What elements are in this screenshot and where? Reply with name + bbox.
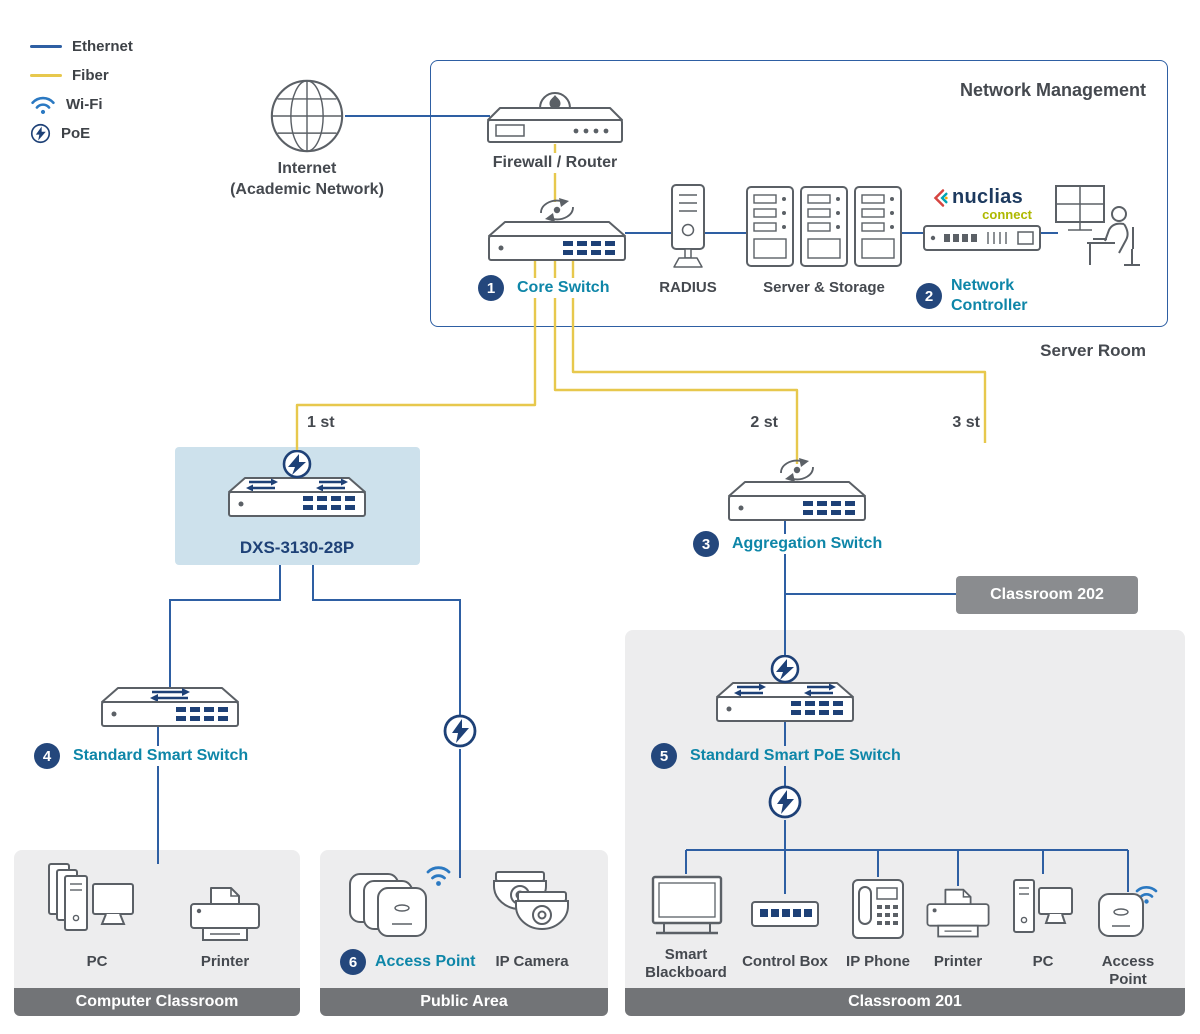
- admin-workstation-icon: [1053, 183, 1145, 269]
- core-switch-icon: [477, 198, 637, 262]
- network-controller-icon: [922, 222, 1042, 254]
- computer-classroom-footer: Computer Classroom: [14, 988, 300, 1016]
- standard-smart-poe-switch-number-badge: 5: [651, 743, 677, 769]
- dxs-3130-28p-switch-icon: [217, 450, 377, 522]
- server-storage-label: Server & Storage: [763, 279, 885, 296]
- legend-ethernet: Ethernet: [30, 36, 133, 56]
- legend: Ethernet Fiber Wi-Fi PoE: [30, 36, 133, 143]
- public-area-footer: Public Area: [320, 988, 608, 1016]
- internet-label-line2: (Academic Network): [230, 181, 384, 198]
- pc-icon: [1011, 874, 1075, 942]
- internet-label-line1: Internet: [277, 160, 337, 177]
- riser-3rd-label: 3 st: [952, 414, 980, 431]
- classroom-201-area: [625, 630, 1185, 988]
- pc-group-icon: [45, 862, 145, 948]
- aggregation-switch-label-row: 3 Aggregation Switch: [693, 531, 887, 557]
- radius-server-icon: [658, 182, 718, 274]
- core-switch-number-badge: 1: [478, 275, 504, 301]
- poe-icon: [30, 123, 51, 144]
- poe-icon: [442, 713, 478, 749]
- network-management-title: Network Management: [959, 80, 1146, 100]
- fiber-line-sample: [30, 73, 62, 77]
- classroom-201-footer: Classroom 201: [625, 988, 1185, 1016]
- smart-blackboard-label: Smart Blackboard: [645, 946, 727, 981]
- printer-icon: [185, 884, 265, 946]
- pc-label: PC: [86, 953, 108, 970]
- standard-smart-switch-label-row: 4 Standard Smart Switch: [34, 743, 253, 769]
- standard-smart-poe-switch-label: Standard Smart PoE Switch: [686, 746, 905, 766]
- printer-label: Printer: [200, 953, 250, 970]
- network-controller-label-row: 2 Network Controller: [916, 276, 1047, 316]
- firewall-router-label: Firewall / Router: [465, 153, 645, 173]
- server-rack-icon: [744, 184, 796, 269]
- aggregation-switch-label: Aggregation Switch: [728, 534, 887, 554]
- control-box-icon: [749, 894, 821, 932]
- network-controller-label: Network Controller: [951, 277, 1028, 314]
- classroom-pc-label: PC: [1032, 953, 1054, 970]
- classroom-access-point-label: Access Point: [1101, 953, 1155, 988]
- ip-phone-label: IP Phone: [846, 953, 910, 970]
- standard-smart-poe-switch-label-row: 5 Standard Smart PoE Switch: [651, 743, 905, 769]
- radius-label: RADIUS: [659, 279, 717, 296]
- legend-wifi-label: Wi-Fi: [66, 95, 103, 113]
- ip-camera-label: IP Camera: [495, 953, 569, 970]
- control-box-label: Control Box: [742, 953, 828, 970]
- aggregation-switch-number-badge: 3: [693, 531, 719, 557]
- wifi-icon: [30, 94, 56, 115]
- classroom-printer-label: Printer: [933, 953, 983, 970]
- ethernet-line-sample: [30, 44, 62, 48]
- public-access-point-label-row: 6 Access Point: [340, 949, 475, 975]
- legend-poe: PoE: [30, 123, 133, 143]
- access-point-icon: [1095, 878, 1161, 940]
- server-room-label: Server Room: [1040, 341, 1146, 360]
- nuclias-name: nuclias: [952, 186, 1024, 208]
- ip-camera-stack-icon: [486, 868, 578, 946]
- dxs-3130-28p-label: DXS-3130-28P: [239, 538, 355, 557]
- nuclias-logo: nuclias connect: [932, 186, 1032, 222]
- printer-icon: [922, 886, 994, 942]
- network-controller-number-badge: 2: [916, 283, 942, 309]
- legend-fiber-label: Fiber: [72, 66, 109, 84]
- standard-smart-switch-number-badge: 4: [34, 743, 60, 769]
- legend-ethernet-label: Ethernet: [72, 37, 133, 55]
- standard-smart-poe-switch-icon: [705, 655, 865, 727]
- legend-wifi: Wi-Fi: [30, 94, 133, 114]
- classroom-202-badge: Classroom 202: [956, 576, 1138, 614]
- internet-label: Internet (Academic Network): [187, 158, 427, 200]
- access-point-number-badge: 6: [340, 949, 366, 975]
- nuclias-mark-icon: [932, 188, 949, 208]
- nuclias-sub: connect: [982, 207, 1032, 222]
- access-point-stack-icon: [346, 862, 456, 944]
- poe-icon: [767, 784, 803, 820]
- server-rack-icon: [798, 184, 850, 269]
- riser-2nd-label: 2 st: [750, 414, 778, 431]
- server-rack-icon: [852, 184, 904, 269]
- ip-phone-icon: [849, 877, 907, 941]
- core-switch-label-row: 1 Core Switch: [478, 275, 614, 301]
- smart-blackboard-icon: [650, 874, 724, 942]
- legend-fiber: Fiber: [30, 65, 133, 85]
- public-access-point-label: Access Point: [375, 953, 476, 970]
- firewall-router-icon: [480, 90, 630, 152]
- legend-poe-label: PoE: [61, 124, 91, 142]
- standard-smart-switch-label: Standard Smart Switch: [69, 746, 253, 766]
- aggregation-switch-icon: [717, 458, 877, 522]
- core-switch-label: Core Switch: [513, 278, 614, 298]
- riser-1st-label: 1 st: [307, 414, 335, 431]
- internet-globe-icon: [269, 78, 345, 154]
- standard-smart-switch-icon: [90, 686, 250, 736]
